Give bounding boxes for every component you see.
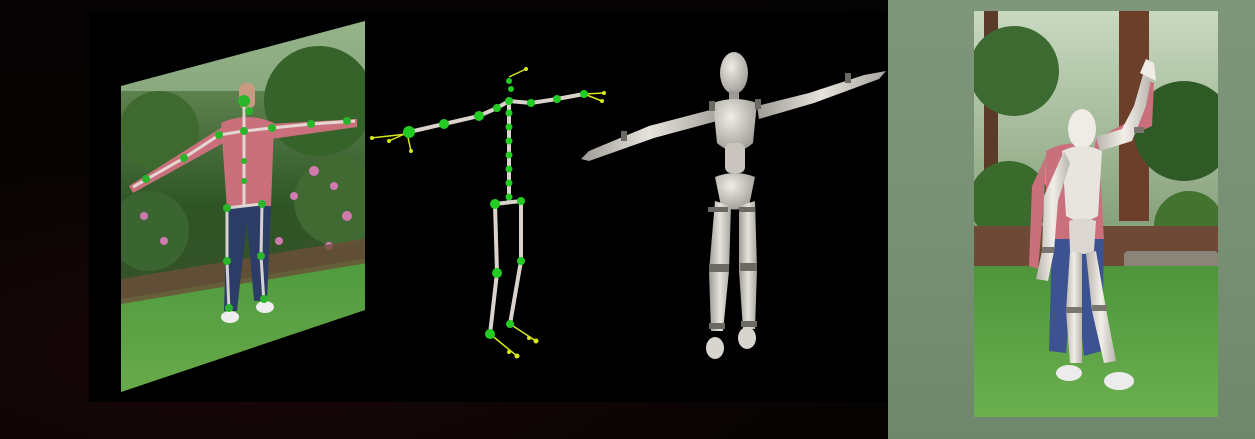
ar-illustration [974,11,1218,417]
mannequin-3d [581,52,886,359]
skeleton-3d [370,67,606,359]
ar-mannequin-photo [974,11,1218,417]
presentation-stage [89,11,887,402]
stage-illustration [89,11,887,402]
skewed-photo-panel [109,11,384,402]
